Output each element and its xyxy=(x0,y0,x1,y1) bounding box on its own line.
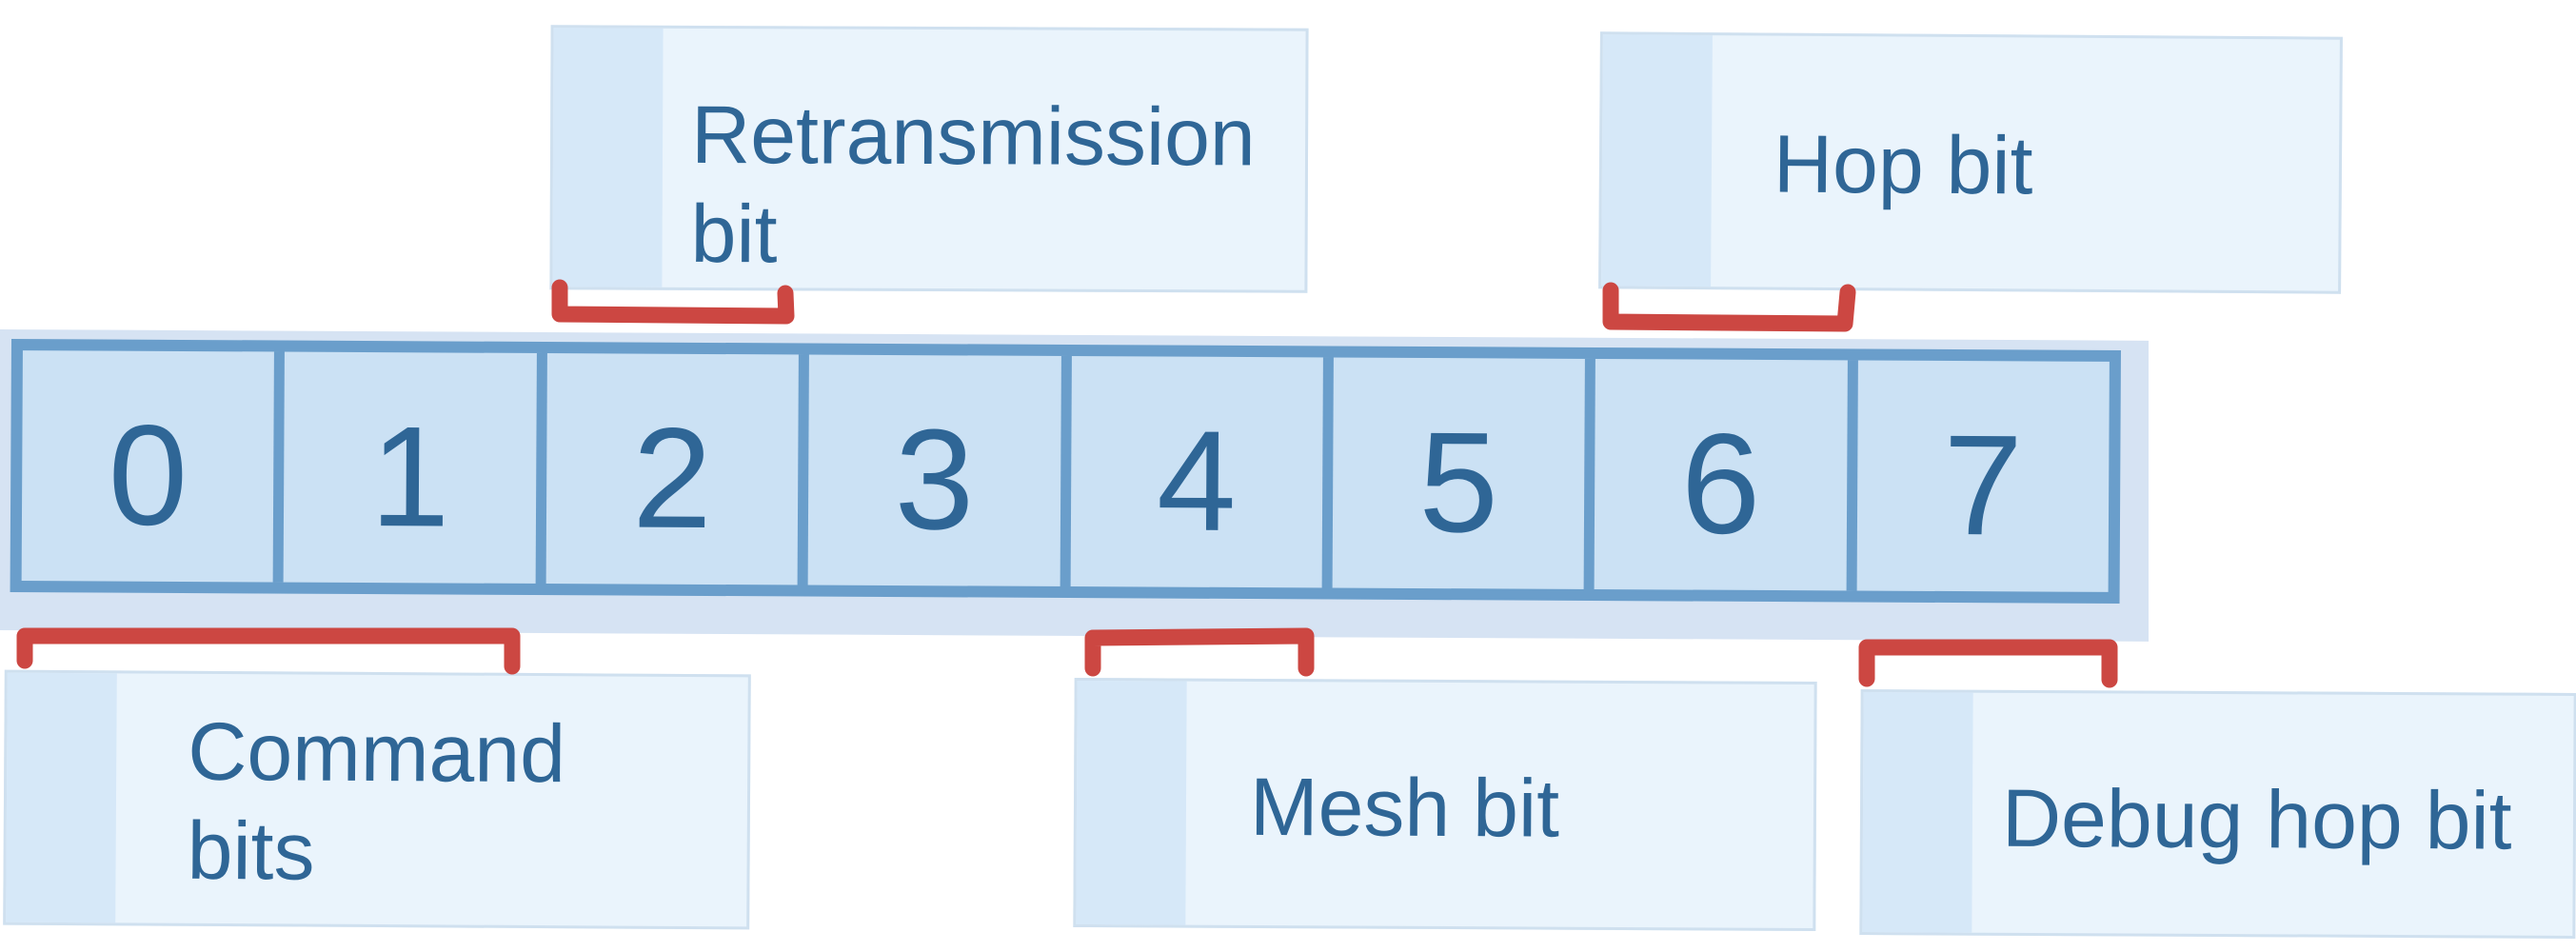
callout-tab xyxy=(6,672,117,923)
callout-label-command: Command bits xyxy=(187,705,566,898)
callout-hop: Hop bit xyxy=(1598,31,2343,294)
bit-cell-3: 3 xyxy=(807,354,1072,587)
callout-mesh: Mesh bit xyxy=(1073,677,1817,932)
callout-label-hop: Hop bit xyxy=(1773,118,2033,212)
callout-tab xyxy=(1862,692,1973,933)
callout-retransmission: Retransmission bit xyxy=(549,25,1309,293)
bit-register: 0 1 2 3 4 5 6 7 xyxy=(10,339,2121,604)
bit-cell-6: 6 xyxy=(1594,359,1858,591)
bit-cell-4: 4 xyxy=(1070,356,1334,588)
callout-label-debug-hop: Debug hop bit xyxy=(2001,772,2512,867)
bracket-debug-hop xyxy=(1858,639,2118,688)
callout-debug-hop: Debug hop bit xyxy=(1859,689,2576,939)
callout-label-retransmission: Retransmission bit xyxy=(690,89,1256,281)
bit-cell-0: 0 xyxy=(21,350,286,583)
bit-cell-1: 1 xyxy=(283,351,547,585)
bit-number: 5 xyxy=(1418,402,1499,563)
bit-cell-2: 2 xyxy=(545,353,810,585)
bit-number: 6 xyxy=(1680,403,1761,564)
bit-number: 1 xyxy=(369,396,450,557)
bit-cell-5: 5 xyxy=(1332,357,1596,590)
bracket-hop xyxy=(1602,282,1856,332)
bracket-retransmission xyxy=(551,279,795,325)
bracket-command xyxy=(16,627,521,675)
bracket-mesh xyxy=(1084,627,1315,677)
callout-label-mesh: Mesh bit xyxy=(1249,761,1560,855)
bit-cell-7: 7 xyxy=(1856,360,2110,591)
callout-tab xyxy=(1601,34,1713,288)
callout-command: Command bits xyxy=(3,669,751,930)
bit-number: 3 xyxy=(894,399,975,560)
bit-number: 2 xyxy=(631,397,713,558)
callout-tab xyxy=(552,28,664,288)
bit-number: 7 xyxy=(1942,404,2024,565)
bit-number: 0 xyxy=(108,394,188,556)
callout-tab xyxy=(1076,680,1187,925)
bit-number: 4 xyxy=(1156,400,1238,561)
